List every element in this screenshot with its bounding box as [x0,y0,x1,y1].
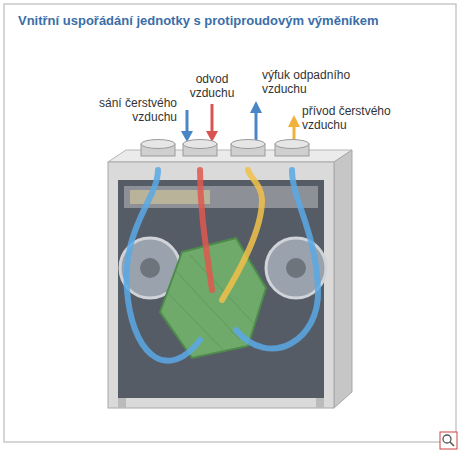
flow-label: výfuk odpadního vzduchu [262,68,366,96]
frame [4,4,456,442]
flow-label: sání čerstvého vzduchu [85,96,177,124]
air-streams [126,170,318,361]
flow-label: přívod čerstvého vzduchu [302,104,406,132]
zoom-icon [440,432,457,449]
duct-collars [141,140,309,157]
flow-arrows [181,101,300,142]
flow-label: odvod vzduchu [182,72,242,100]
housing [108,150,352,408]
diagram-title: Vnitřní uspořádání jednotky s protiproud… [18,14,378,28]
